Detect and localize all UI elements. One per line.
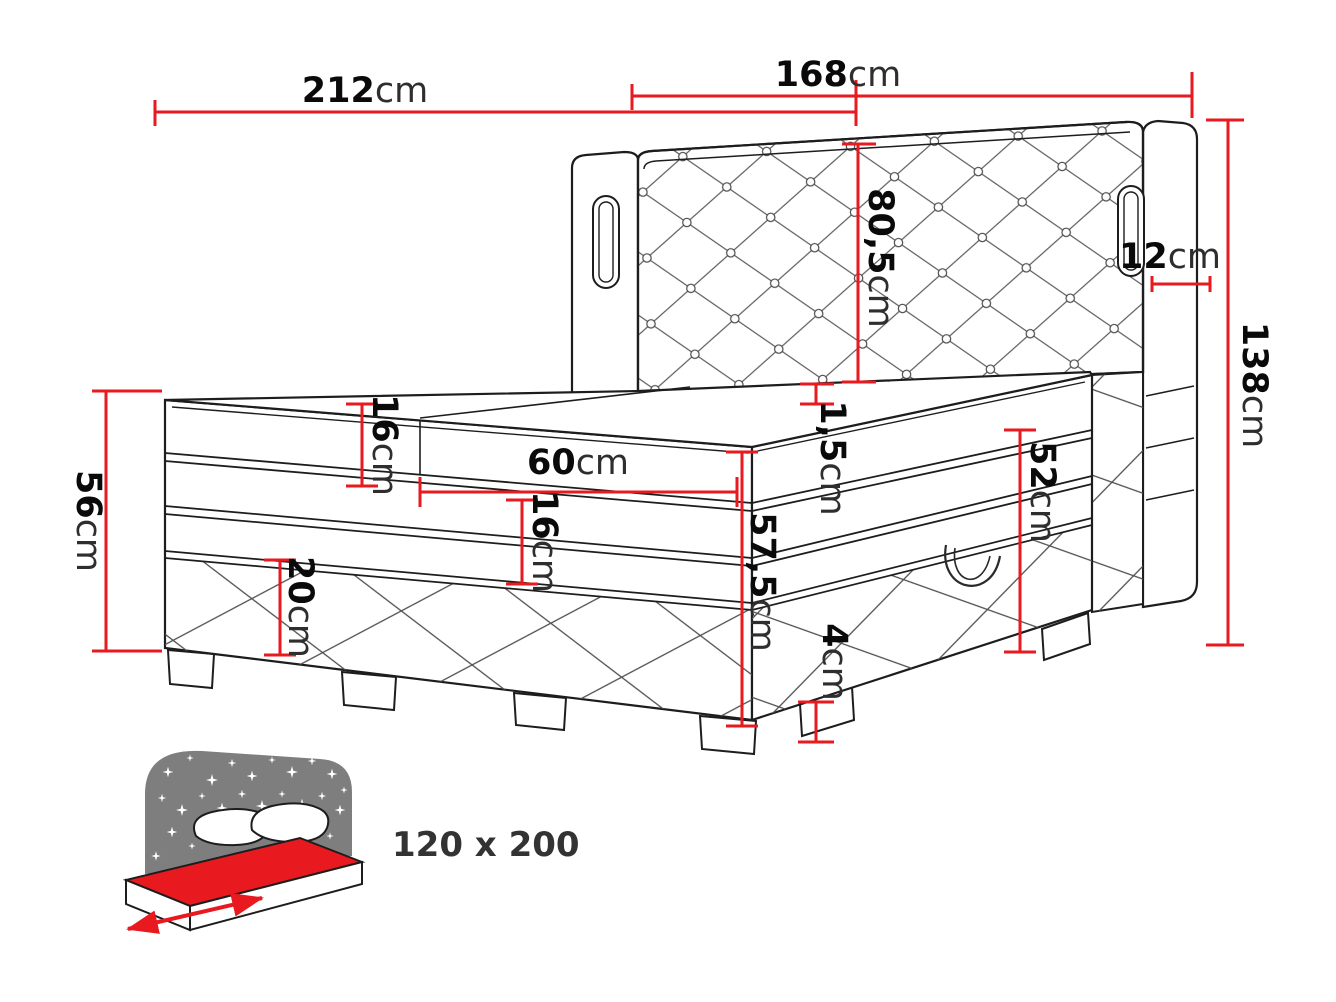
dimension-total-width: 212cm	[153, 71, 858, 126]
dimension-right-side-height: 52cm	[1004, 428, 1062, 654]
dimensions-group: 212cm 168cm 80,5cm 12cm	[68, 55, 1274, 744]
dimension-top-mattress-thickness: 16cm	[346, 394, 404, 496]
dim-label: 16cm	[364, 394, 404, 496]
size-label: 120 x 200	[392, 825, 580, 865]
dimension-mattress-top-width: 60cm	[418, 443, 739, 507]
leg	[512, 691, 568, 732]
dim-label: 52cm	[1022, 441, 1062, 543]
dimension-lower-mattress-thickness: 16cm	[506, 491, 564, 593]
dim-label: 20cm	[280, 556, 320, 658]
headboard-panel-outline	[636, 120, 1145, 395]
dim-label: 60cm	[527, 443, 629, 483]
dim-label: 1,5cm	[812, 400, 852, 515]
headboard-side-panel	[1141, 119, 1199, 609]
dim-label: 138cm	[1234, 322, 1274, 448]
leg	[340, 670, 398, 712]
leg	[698, 714, 758, 756]
dim-label: 212cm	[302, 71, 428, 111]
left-wing-slot-icon	[592, 195, 620, 289]
dimension-front-height: 57,5cm	[726, 450, 782, 728]
headboard-corner-strip-quilt	[1092, 372, 1143, 612]
icon-pillow	[250, 802, 330, 844]
dim-label: 12cm	[1119, 237, 1221, 277]
dimension-side-panel-depth: 12cm	[1119, 237, 1221, 292]
handle-loop	[944, 544, 1002, 587]
dim-label: 4cm	[814, 623, 854, 701]
dim-label: 57,5cm	[742, 512, 782, 652]
dimension-headboard-height: 80,5cm	[842, 142, 900, 384]
headboard-group	[570, 119, 1199, 614]
headboard-tufting	[638, 121, 1143, 394]
dimension-base-panel-height: 20cm	[264, 556, 320, 658]
left-wing-slot-inner	[598, 201, 614, 283]
dimension-left-side-height: 56cm	[68, 389, 162, 653]
headboard-top-piping	[643, 131, 1131, 170]
bed-size-icon: 120 x 200	[122, 750, 580, 934]
base-pattern-left	[165, 558, 752, 720]
base-pattern-right	[752, 525, 1092, 720]
dimension-top-edge-gap: 1,5cm	[800, 382, 852, 516]
dimension-leg-height: 4cm	[798, 623, 854, 744]
dim-label: 56cm	[68, 470, 108, 572]
mattress-seam-top	[419, 386, 691, 419]
leg	[166, 648, 216, 690]
mattress-top-face	[164, 370, 1094, 449]
right-wing-slot-inner	[1123, 191, 1139, 271]
bed-body-group	[163, 370, 1094, 756]
dim-label: 168cm	[775, 55, 901, 95]
leg	[1040, 611, 1092, 662]
layer-lines-right	[751, 429, 1093, 611]
dimension-total-height: 138cm	[1206, 118, 1274, 647]
dim-label: 80,5cm	[860, 188, 900, 328]
side-panel-quilt-lines	[1145, 385, 1195, 501]
dim-label: 16cm	[524, 491, 564, 593]
dimension-headboard-width: 168cm	[630, 55, 1194, 118]
layer-lines-left	[164, 452, 753, 611]
icon-width-arrow	[126, 893, 264, 934]
